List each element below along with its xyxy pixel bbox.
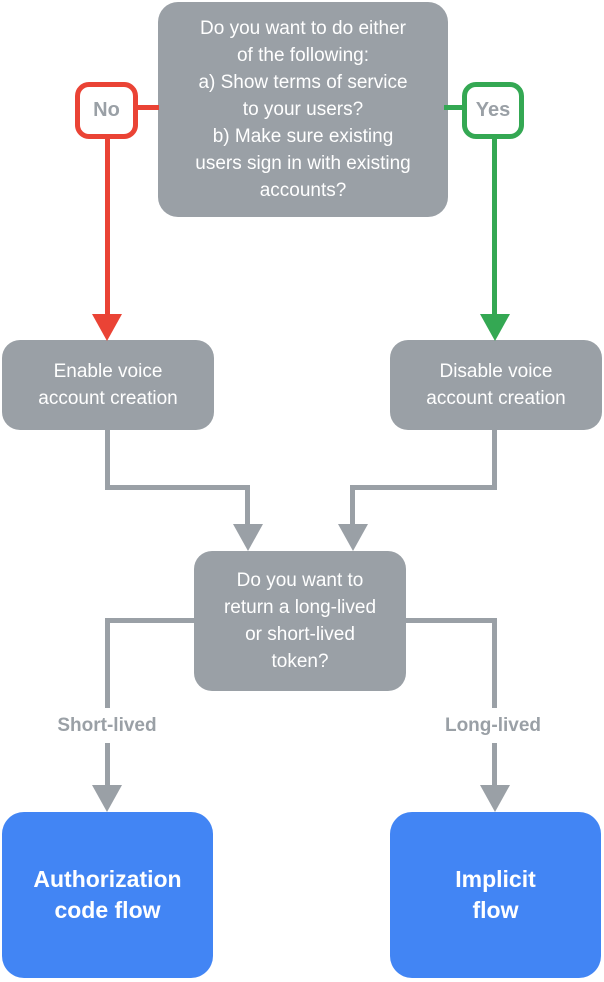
yes-edge-label: Yes <box>462 82 524 139</box>
short-edge-h-segment <box>107 618 194 623</box>
yes-edge-h-segment <box>444 105 463 110</box>
short-edge-arrow-icon <box>92 785 122 812</box>
no-arrow-icon <box>92 314 122 341</box>
authorization-code-flow-node: Authorization code flow <box>2 812 213 978</box>
short-edge-v-segment <box>105 618 110 786</box>
enable-voice-node: Enable voice account creation <box>2 340 214 430</box>
long-lived-edge-label: Long-lived <box>410 708 576 743</box>
yes-arrow-icon <box>480 314 510 341</box>
long-edge-h-segment <box>406 618 495 623</box>
enable-edge-v1-segment <box>105 430 110 490</box>
no-edge-label: No <box>75 82 138 139</box>
enable-edge-arrow-icon <box>233 524 263 551</box>
disable-edge-v2-segment <box>350 485 355 525</box>
implicit-flow-node: Implicit flow <box>390 812 601 978</box>
disable-voice-node: Disable voice account creation <box>390 340 602 430</box>
yes-edge-v-segment <box>492 137 497 316</box>
disable-edge-v1-segment <box>492 430 497 490</box>
no-edge-v-segment <box>105 137 110 316</box>
root-question-node: Do you want to do either of the followin… <box>158 2 448 217</box>
long-edge-arrow-icon <box>480 785 510 812</box>
enable-edge-h-segment <box>105 485 250 490</box>
enable-edge-v2-segment <box>245 485 250 525</box>
long-edge-v-segment <box>492 618 497 786</box>
no-edge-h-segment <box>137 105 159 110</box>
disable-edge-h-segment <box>350 485 497 490</box>
short-lived-edge-label: Short-lived <box>22 708 192 743</box>
disable-edge-arrow-icon <box>338 524 368 551</box>
token-question-node: Do you want to return a long-lived or sh… <box>194 551 406 691</box>
